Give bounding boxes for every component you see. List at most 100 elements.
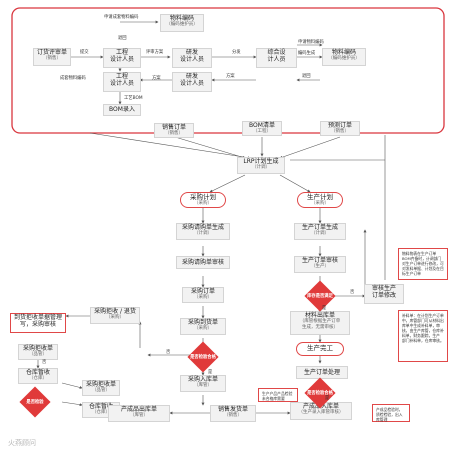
material-out-note-1: （库管根据生产订单 (299, 319, 341, 324)
purchase-req-review-box: 采购请购单审核 (176, 256, 230, 269)
storage-temp-role: （仓库） (29, 376, 47, 381)
purchase-arrival-role: （采购） (194, 326, 212, 331)
return-note-title: 到货拒收单据管理 (13, 314, 62, 321)
production-plan-title: 生产计划 (307, 193, 333, 201)
purchase-req-gen-title: 采购请购单生成 (181, 224, 224, 231)
storage-temp-title: 仓库暂收 (25, 369, 50, 376)
sales-order-title: 销售订单 (161, 124, 186, 131)
label-process-bom: 工艺BOM (124, 96, 143, 101)
lrp-plan-title: LRP计划生成 (243, 158, 279, 165)
order-review-box: 订货评审单 （销售） (33, 48, 71, 66)
purchase-order-role: （采购） (194, 295, 212, 300)
material-out-title: 材料出库单 (304, 312, 335, 319)
production-plan-pill: 生产计划 （采购） (297, 192, 343, 208)
purchase-inbound-title: 采购入库单 (187, 376, 218, 383)
purchase-arrival-title: 采购到货单 (187, 319, 218, 326)
review-modify-title: 审核生产 (371, 285, 396, 292)
purchase-inbound-box: 采购入库单 （库管） (180, 375, 226, 392)
flow-no-1: 否 (166, 350, 171, 355)
purchase-return-box: 采购拒收 / 退货 （采购） (90, 307, 140, 324)
engineering-design-role-2: 设计人员 (109, 80, 134, 87)
flow-yes-3: 是 (325, 396, 330, 401)
inspection-text-3: 是否检验合格 (307, 391, 333, 396)
purchase-arrival-box: 采购到货单 （采购） (180, 318, 226, 335)
label-plan: 方案 (152, 76, 161, 81)
forecast-order-title: 预测订单 (327, 122, 352, 129)
purchase-reject-box: 采购拒收单 （品管） (82, 380, 120, 396)
rd-design-box-1: 研发 设计人员 (172, 48, 212, 68)
sales-ship-title: 销售发货单 (217, 406, 248, 413)
product-out-role: （库管） (130, 413, 148, 418)
production-order-process-box: 生产订单处理 (296, 366, 348, 379)
rd-design-box-2: 研发 设计人员 (172, 72, 212, 92)
purchase-inbound-role: （库管） (194, 383, 212, 388)
label-code-create: 编码生成 (298, 51, 316, 56)
production-order-gen-title: 生产订单生成 (301, 224, 338, 231)
note-modify: 物料物表在生产订单BOM齐备时，计调部门对生产订单进行修改，可对发料单据、计划及… (398, 248, 448, 280)
sales-order-box: 销售订单 （销售） (154, 123, 194, 138)
storage-temp-box: 仓库暂收 （仓库） (18, 368, 58, 384)
material-code-box-2: 物料编码 （编码维护员） (322, 48, 366, 66)
return-note-line2: 写，采购审核 (19, 321, 56, 328)
material-out-note-2: 生成，无需审核） (302, 325, 338, 330)
lrp-plan-box: LRP计划生成 （计调） (237, 157, 285, 174)
bom-entry-box: BOM录入 (103, 104, 141, 116)
engineering-frame (11, 7, 445, 134)
label-apply-code-2: 申请物料编码 (298, 40, 324, 45)
composite-design-title: 综合设 (267, 49, 286, 56)
product-inbound-role: （生产录入库管审核） (298, 410, 344, 415)
product-out-title: 产成品出库单 (120, 406, 157, 413)
review-modify-box: 审核生产 订单修改 (364, 284, 404, 304)
note-failed: 生产产品产品检验未合格库需要 (258, 388, 298, 402)
composite-design-role: 计人员 (267, 56, 286, 63)
rd-design-role-1: 设计人员 (179, 56, 204, 63)
flow-no-2: 否 (350, 290, 355, 295)
reject-form-title: 采购拒收单 (22, 345, 53, 352)
sales-ship-box: 销售发货单 （销售） (210, 405, 256, 422)
order-review-role: （销售） (43, 56, 61, 61)
production-complete-title: 生产完工 (307, 344, 333, 352)
product-out-box: 产成品出库单 （库管） (108, 405, 170, 422)
storage-temp-role-2: （仓库） (92, 410, 110, 415)
label-submit: 提交 (80, 50, 89, 55)
purchase-return-title: 采购拒收 / 退货 (94, 308, 136, 315)
forecast-order-box: 预测订单 （销售） (320, 121, 360, 136)
production-order-process-title: 生产订单处理 (303, 369, 340, 376)
bom-list-box: BOM清单 （工程） (242, 121, 282, 136)
purchase-req-gen-role: （计调） (194, 231, 212, 236)
production-order-gen-box: 生产订单生成 （计调） (294, 223, 346, 240)
material-out-box: 材料出库单 （库管根据生产订单 生成，无需审核） (290, 311, 350, 335)
label-return: 退回 (118, 36, 127, 41)
purchase-req-gen-box: 采购请购单生成 （计调） (176, 223, 230, 240)
production-plan-role: （采购） (311, 201, 329, 206)
composite-design-box: 综合设 计人员 (256, 48, 297, 68)
material-code-box-1: 物料编码 （编码维护员） (160, 14, 204, 32)
production-complete-pill: 生产完工 (296, 342, 344, 356)
purchase-order-title: 采购订单 (190, 288, 215, 295)
purchase-plan-pill: 采购计划 （采购） (180, 192, 226, 208)
rd-design-title-1: 研发 (185, 49, 198, 56)
return-note-box: 到货拒收单据管理 写，采购审核 (10, 313, 66, 333)
material-code-title-2: 物料编码 (331, 49, 356, 56)
engineering-design-role-1: 设计人员 (109, 56, 134, 63)
label-apply-code: 申请成套物料编码 (104, 15, 139, 20)
flow-yes-1: 是 (208, 370, 213, 375)
sales-ship-role: （销售） (224, 413, 242, 418)
purchase-reject-title: 采购拒收单 (85, 381, 116, 388)
label-plan-2: 方案 (226, 74, 235, 79)
engineering-design-box-1: 工程 设计人员 (103, 48, 141, 68)
material-code-title-1: 物料编码 (169, 15, 194, 22)
note-supplement: 补料单：在计划生产订单中，库管部门可从材料出库单中生成补料单，审核，由生产库管，… (398, 310, 448, 362)
stock-check-text: 库存是否满足 (307, 294, 333, 299)
production-order-review-title: 生产订单审核 (301, 257, 338, 264)
review-modify-line2: 订单修改 (371, 292, 396, 299)
order-review-title: 订货评审单 (36, 49, 67, 56)
reject-form-role: （品管） (29, 352, 47, 357)
material-code-role-2: （编码维护员） (328, 56, 360, 61)
bom-list-role: （工程） (253, 129, 271, 134)
flow-no-3: 否 (42, 360, 47, 365)
purchase-plan-role: （采购） (194, 201, 212, 206)
production-order-review-box: 生产订单审核 （生产） (294, 256, 346, 273)
purchase-order-box: 采购订单 （采购） (182, 287, 224, 303)
sales-order-role: （销售） (165, 131, 183, 136)
